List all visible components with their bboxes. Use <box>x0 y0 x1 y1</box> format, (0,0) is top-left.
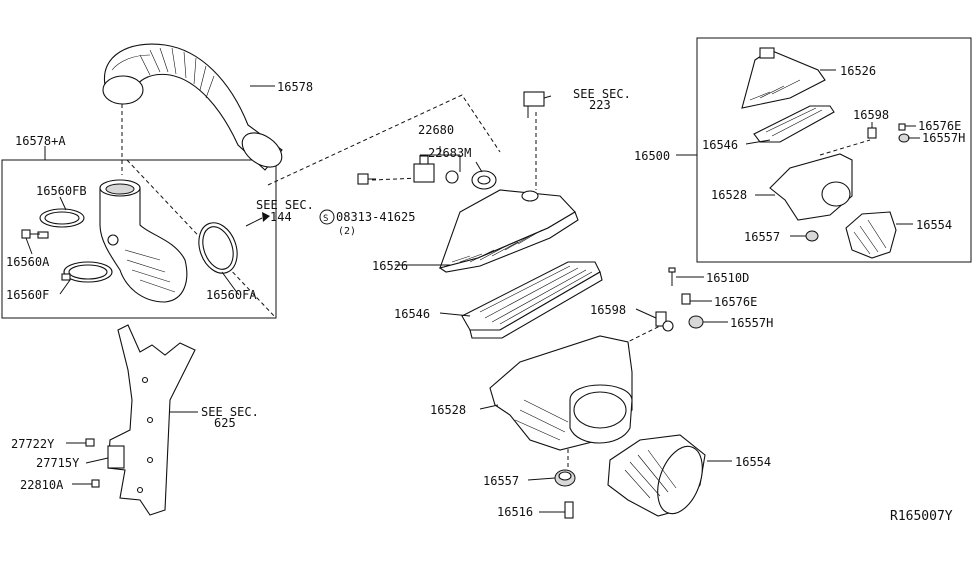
connector-sec223[interactable] <box>523 91 545 118</box>
group-box-16578a <box>1 159 277 319</box>
clip-22810a[interactable] <box>91 479 100 488</box>
callout-labels: 16578 16578+A 16560FB 16560A 16560F 1656… <box>6 64 965 524</box>
bolt-16516[interactable] <box>564 501 574 519</box>
bracket-panel[interactable] <box>107 324 196 516</box>
label-22683m: 22683M <box>428 146 471 160</box>
label-16500: 16500 <box>634 149 670 163</box>
diagram-id: R165007Y <box>890 509 953 524</box>
label-see-sec-144-b: 144 <box>270 210 292 224</box>
air-cleaner-case-16528[interactable] <box>489 335 633 451</box>
air-filter-element-16546[interactable] <box>461 261 603 339</box>
label-16578a: 16578+A <box>15 134 66 148</box>
bolt-16560a[interactable] <box>21 229 40 239</box>
label-16557-main: 16557 <box>483 474 519 488</box>
washer-16576e[interactable] <box>681 293 691 305</box>
duct-adapter-16578a[interactable] <box>99 179 188 303</box>
box-filter-16546[interactable] <box>753 105 835 143</box>
label-16526-box: 16526 <box>840 64 876 78</box>
plate-27715y[interactable] <box>107 445 125 469</box>
label-16557-box: 16557 <box>744 230 780 244</box>
airflow-sensor-22680[interactable] <box>413 155 459 184</box>
label-bolt-circle: S <box>323 214 328 224</box>
bolt-27722y[interactable] <box>85 438 95 447</box>
label-16560f: 16560F <box>6 288 49 302</box>
label-16526-main: 16526 <box>372 259 408 273</box>
label-16554-main: 16554 <box>735 455 771 469</box>
leader-lines <box>25 69 920 513</box>
bolt-16510d[interactable] <box>668 267 676 286</box>
label-16560a: 16560A <box>6 255 50 269</box>
box-grommet-16557[interactable] <box>805 230 819 242</box>
label-27715y: 27715Y <box>36 456 80 470</box>
arrow-to-sec144 <box>245 212 270 227</box>
label-see-sec-144-a: SEE SEC. <box>256 198 314 212</box>
label-08313-41625: 08313-41625 <box>336 210 415 224</box>
sensor-cap-22683m[interactable] <box>471 170 497 190</box>
grommet-16557[interactable] <box>554 469 576 487</box>
label-22680: 22680 <box>418 123 454 137</box>
label-see-sec-625-a: SEE SEC. <box>201 405 259 419</box>
bolt-08313-41625[interactable] <box>357 173 376 185</box>
label-16554-box: 16554 <box>916 218 952 232</box>
clip-16598[interactable] <box>655 311 674 332</box>
box-duct-16554[interactable] <box>845 211 897 259</box>
label-16576e-main: 16576E <box>714 295 757 309</box>
label-16528-box: 16528 <box>711 188 747 202</box>
label-16557h-box: 16557H <box>922 131 965 145</box>
inlet-duct-16554[interactable] <box>607 434 711 520</box>
box-washer-16576e[interactable] <box>898 123 906 131</box>
clamp-16560fb[interactable] <box>37 208 85 239</box>
label-16546-main: 16546 <box>394 307 430 321</box>
label-22810a: 22810A <box>20 478 64 492</box>
air-cleaner-cover-16526[interactable] <box>438 189 579 273</box>
label-16510d: 16510D <box>706 271 749 285</box>
bolt-circle <box>319 209 335 225</box>
clamp-16560fa[interactable] <box>192 217 244 278</box>
label-16578: 16578 <box>277 80 313 94</box>
label-bolt-qty: (2) <box>338 226 356 237</box>
label-see-sec-223-a: SEE SEC. <box>573 87 631 101</box>
label-16560fb: 16560FB <box>36 184 87 198</box>
box-grommet-16557h[interactable] <box>898 133 910 143</box>
label-27722y: 27722Y <box>11 437 55 451</box>
label-see-sec-223-b: 223 <box>589 98 611 112</box>
label-16546-box: 16546 <box>702 138 738 152</box>
label-16528-main: 16528 <box>430 403 466 417</box>
label-16560fa: 16560FA <box>206 288 257 302</box>
group-box-16500 <box>696 37 972 263</box>
label-16516: 16516 <box>497 505 533 519</box>
air-duct-hose-16578[interactable] <box>102 43 288 174</box>
label-16557h-main: 16557H <box>730 316 773 330</box>
label-see-sec-625-b: 625 <box>214 416 236 430</box>
clamp-16560f[interactable] <box>61 261 113 283</box>
box-case-16528[interactable] <box>769 153 853 221</box>
label-16598-main: 16598 <box>590 303 626 317</box>
label-16598-box: 16598 <box>853 108 889 122</box>
label-16576e-box: 16576E <box>918 119 961 133</box>
box-cover-16526[interactable] <box>741 47 826 109</box>
box-clip-16598[interactable] <box>867 127 877 139</box>
grommet-16557h[interactable] <box>688 315 704 329</box>
